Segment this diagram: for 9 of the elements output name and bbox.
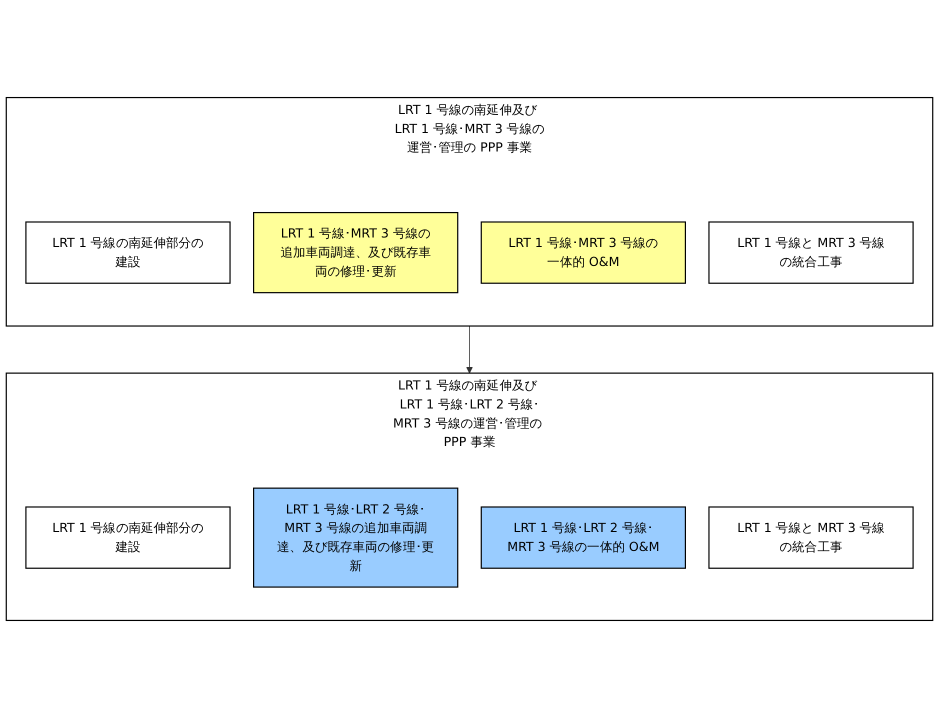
node-box: LRT 1 号線･MRT 3 号線の追加車両調達、及び既存車両の修理･更新 bbox=[253, 212, 458, 294]
node-box: LRT 1 号線･LRT 2 号線･MRT 3 号線の追加車両調達、及び既存車両の修理･更新 bbox=[253, 488, 458, 588]
node-box: LRT 1 号線の南延伸部分の建設 bbox=[25, 221, 231, 284]
node-box: LRT 1 号線･LRT 2 号線･MRT 3 号線の一体的 O&M bbox=[480, 506, 686, 569]
arrow bbox=[466, 326, 473, 374]
node-box: LRT 1 号線と MRT 3 号線の統合工事 bbox=[708, 221, 914, 284]
node-box: LRT 1 号線の南延伸部分の建設 bbox=[25, 506, 231, 569]
node-box: LRT 1 号線･MRT 3 号線の一体的 O&M bbox=[480, 221, 686, 284]
node-box: LRT 1 号線と MRT 3 号線の統合工事 bbox=[708, 506, 914, 569]
